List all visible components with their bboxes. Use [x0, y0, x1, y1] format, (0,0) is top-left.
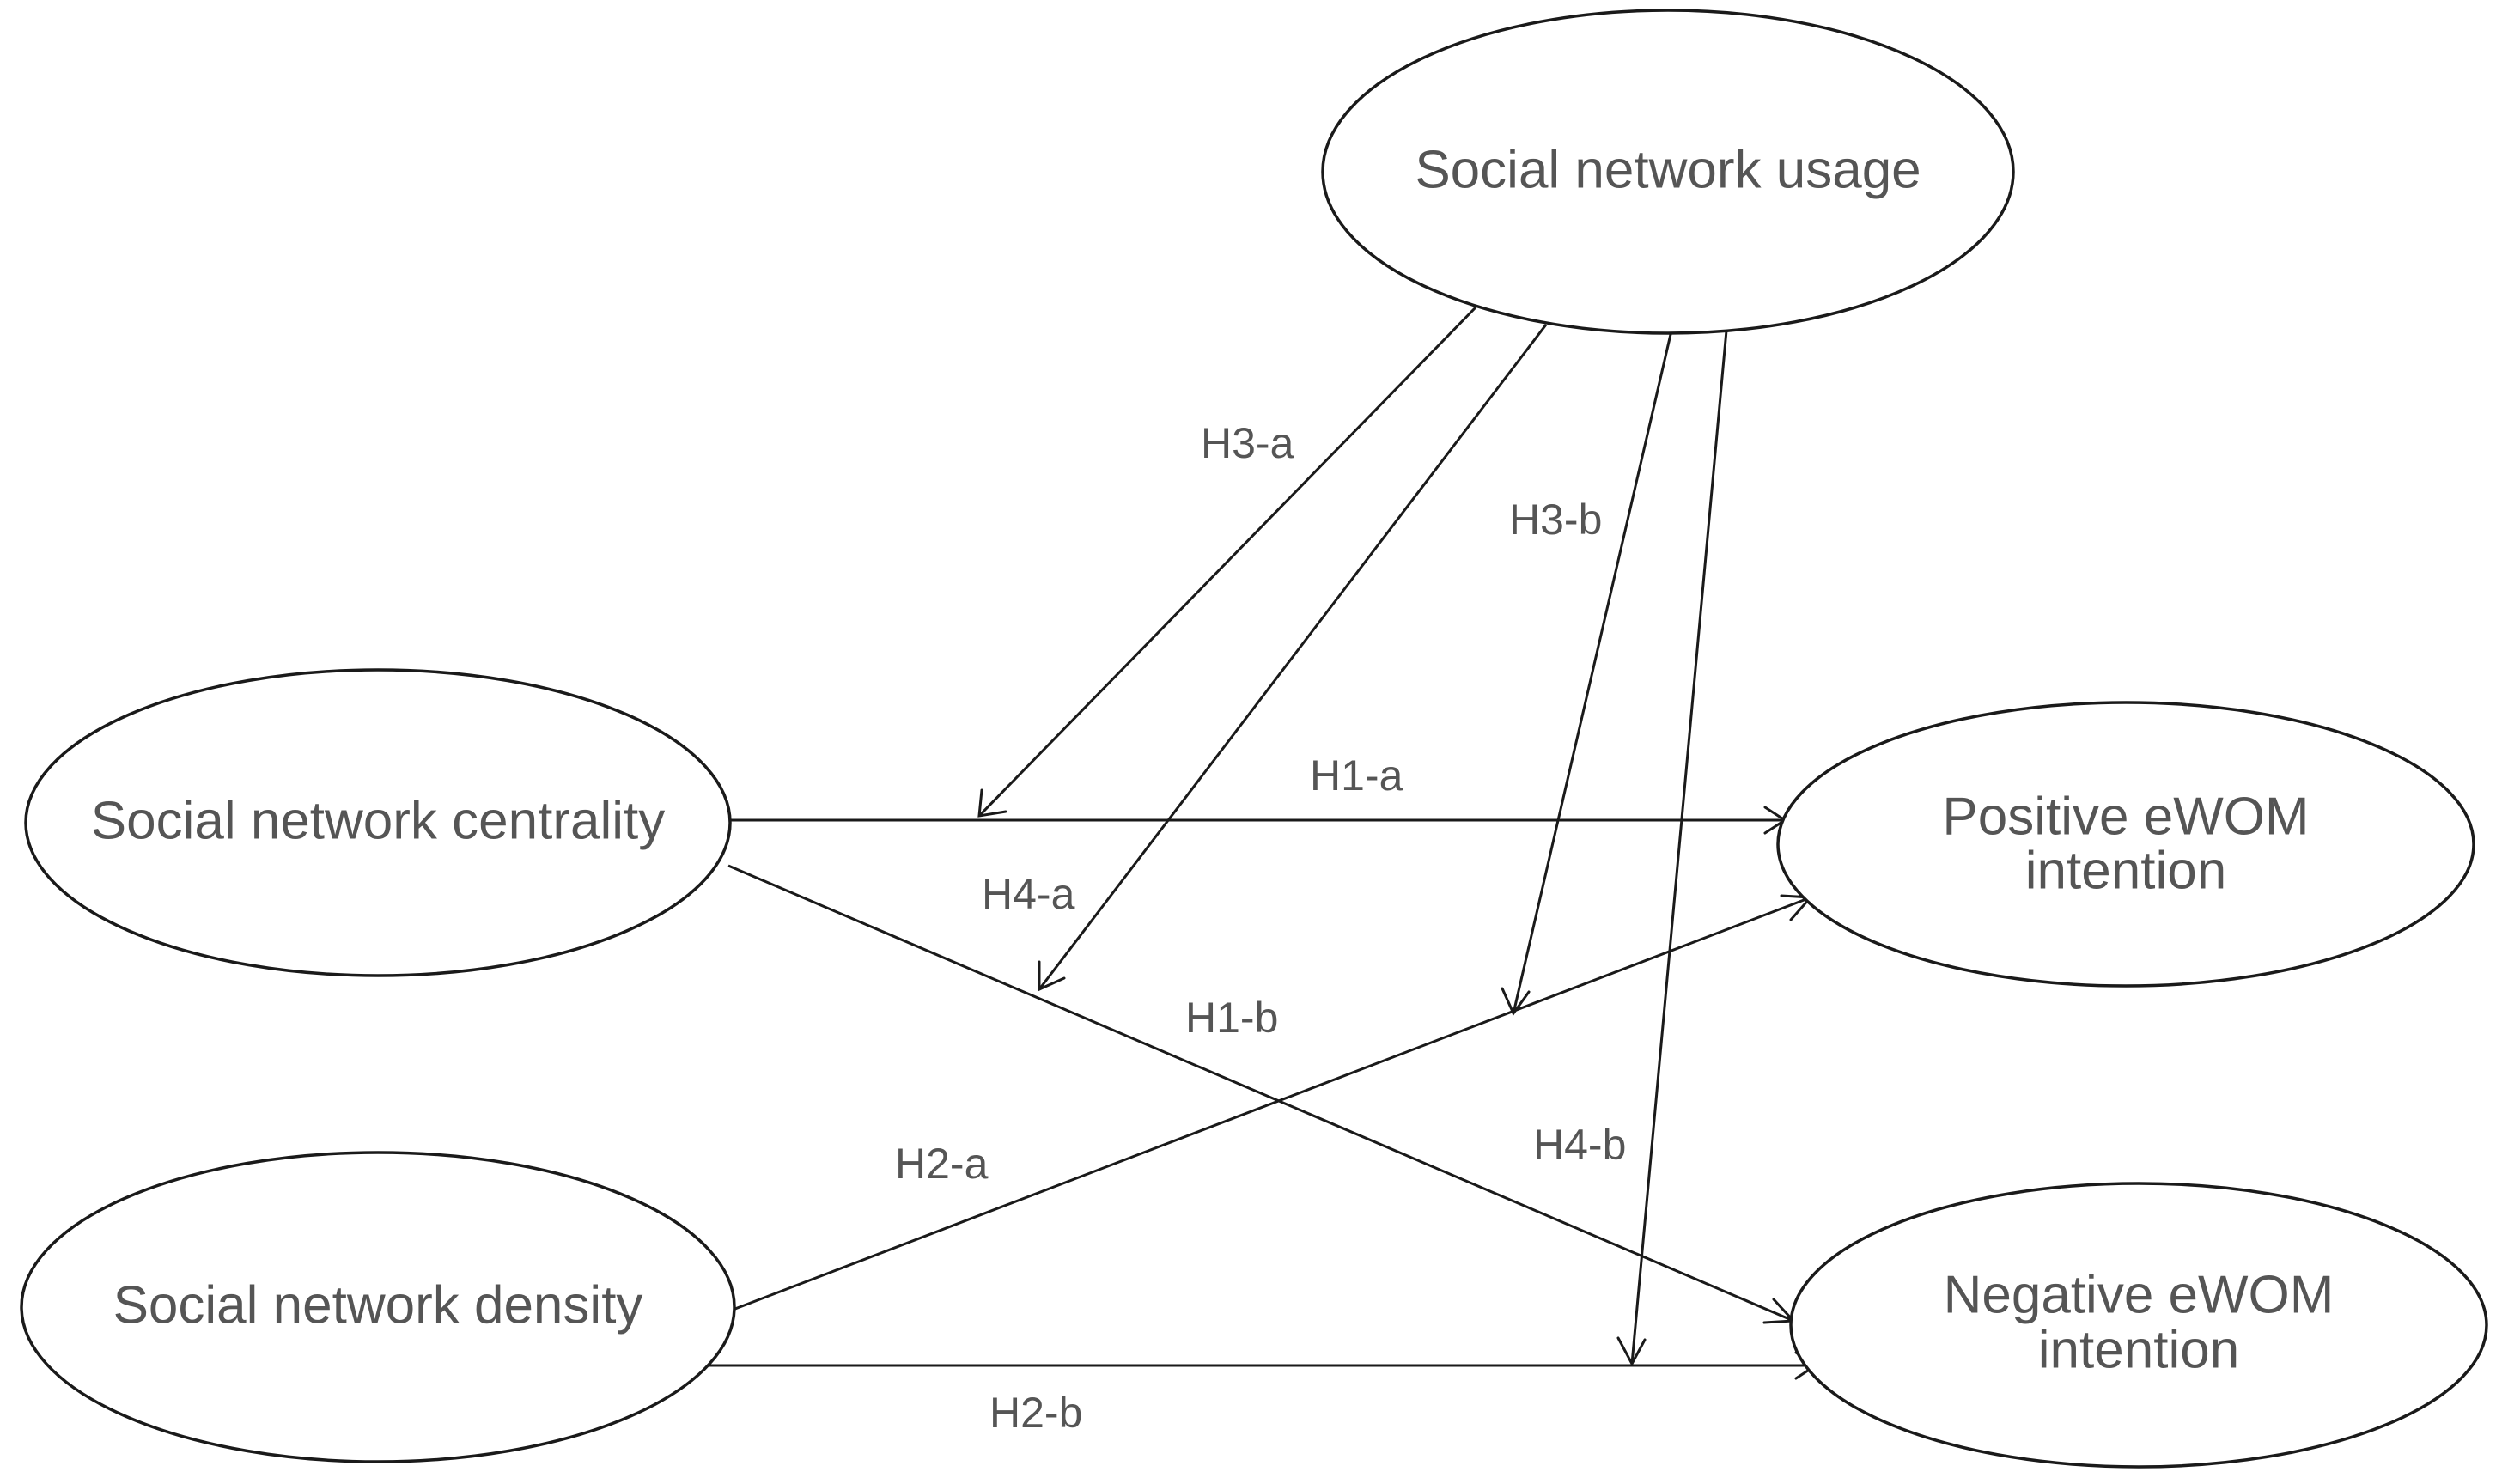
- edge-label-h1b: H1-b: [1185, 994, 1278, 1042]
- edge-h4a-arrowhead: [1038, 960, 1066, 992]
- edge-label-h4a: H4-a: [982, 870, 1075, 918]
- node-positive-ellipse: [1776, 701, 2475, 988]
- node-usage-ellipse: [1321, 9, 2015, 335]
- node-social-network-centrality: Social network centrality: [24, 668, 732, 977]
- edge-h2a-line: [727, 896, 1811, 1313]
- node-negative-label-line2: intention: [2038, 1320, 2239, 1379]
- node-positive-label-line1: Positive eWOM: [1942, 787, 2309, 846]
- edge-label-h1a: H1-a: [1310, 751, 1403, 800]
- node-density-label: Social network density: [113, 1275, 643, 1335]
- edge-h4b-arrowhead: [1616, 1336, 1647, 1367]
- edge-label-h3a: H3-a: [1201, 419, 1294, 467]
- node-usage-label: Social network usage: [1415, 140, 1921, 199]
- edge-h3b-arrowhead: [1501, 987, 1531, 1016]
- node-density-ellipse: [20, 1151, 736, 1463]
- edge-label-h4b: H4-b: [1533, 1121, 1626, 1169]
- edge-h3b-line: [1512, 330, 1673, 1014]
- node-negative-label-line1: Negative eWOM: [1944, 1265, 2335, 1324]
- node-centrality-label: Social network centrality: [91, 791, 666, 850]
- node-negative-ellipse: [1789, 1182, 2488, 1469]
- node-positive-label-line2: intention: [2025, 841, 2226, 900]
- node-negative-ewom-intention: Negative eWOM intention: [1789, 1182, 2488, 1469]
- edge-label-h3b: H3-b: [1509, 496, 1602, 544]
- edge-h1b-line: [727, 864, 1794, 1323]
- node-centrality-ellipse: [24, 668, 732, 977]
- edge-label-h2b: H2-b: [989, 1389, 1082, 1437]
- edges: [697, 306, 1818, 1380]
- node-social-network-density: Social network density: [20, 1151, 736, 1463]
- node-positive-ewom-intention: Positive eWOM intention: [1776, 701, 2475, 988]
- edge-h4b-line: [1630, 330, 1728, 1365]
- edge-label-h2a: H2-a: [895, 1140, 989, 1188]
- edge-h3a-line: [977, 306, 1477, 818]
- edge-h3a-arrowhead: [977, 788, 1007, 818]
- node-social-network-usage: Social network usage: [1321, 9, 2015, 335]
- edge-h4a-line: [1038, 324, 1548, 990]
- edge-labels: H1-a H1-b H2-a H2-b H3-a H3-b H4-a H4-b: [895, 419, 1626, 1437]
